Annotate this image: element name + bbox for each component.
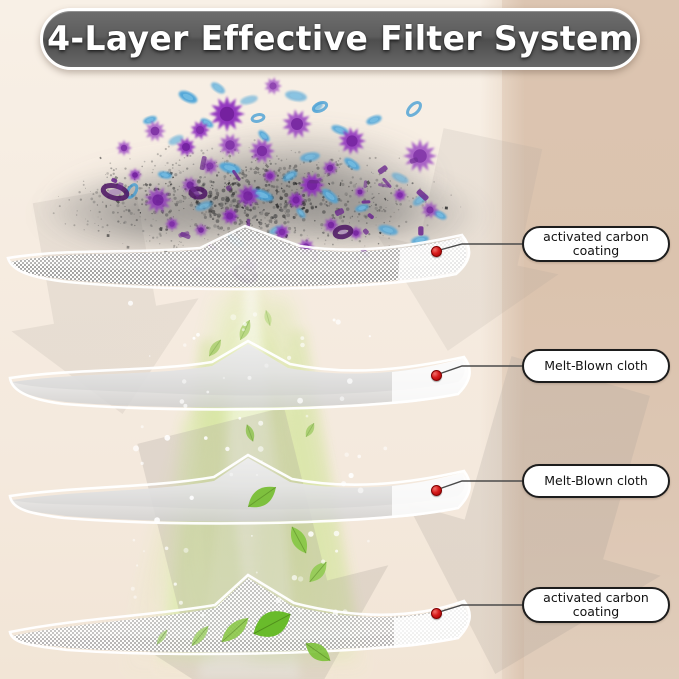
sparkles-group xyxy=(128,300,388,618)
title-banner: 4-Layer Effective Filter System xyxy=(40,8,640,70)
callout-layer-4[interactable]: activated carbon coating xyxy=(522,587,670,623)
filter-layer-4-activated-carbon xyxy=(8,573,471,656)
title-banner-pill: 4-Layer Effective Filter System xyxy=(40,8,640,70)
leader-lines-group xyxy=(435,243,522,614)
callout-layer-2[interactable]: Melt-Blown cloth xyxy=(522,349,670,383)
callout-layer-3[interactable]: Melt-Blown cloth xyxy=(522,464,670,498)
callout-layer-3-line1: Melt-Blown cloth xyxy=(544,473,648,488)
callout-layer-1-line1: activated carbon xyxy=(543,229,649,244)
page-title: 4-Layer Effective Filter System xyxy=(46,19,634,59)
callout-layer-2-line1: Melt-Blown cloth xyxy=(544,358,648,373)
callout-layer-1-line2: coating xyxy=(572,243,620,258)
filter-layer-1-activated-carbon xyxy=(6,224,471,291)
callout-layer-4-line2: coating xyxy=(572,604,620,619)
callout-layer-4-line1: activated carbon xyxy=(543,590,649,605)
callout-layer-1[interactable]: activated carbon coating xyxy=(522,226,670,262)
callout-dot-layer-1 xyxy=(430,245,442,257)
leaves-group xyxy=(156,310,331,662)
bacteria-group xyxy=(125,82,447,247)
callout-dot-layer-2 xyxy=(430,369,442,381)
callout-dot-layer-4 xyxy=(430,607,442,619)
callout-dot-layer-3 xyxy=(430,484,442,496)
filter-layer-3-melt-blown xyxy=(8,453,471,525)
